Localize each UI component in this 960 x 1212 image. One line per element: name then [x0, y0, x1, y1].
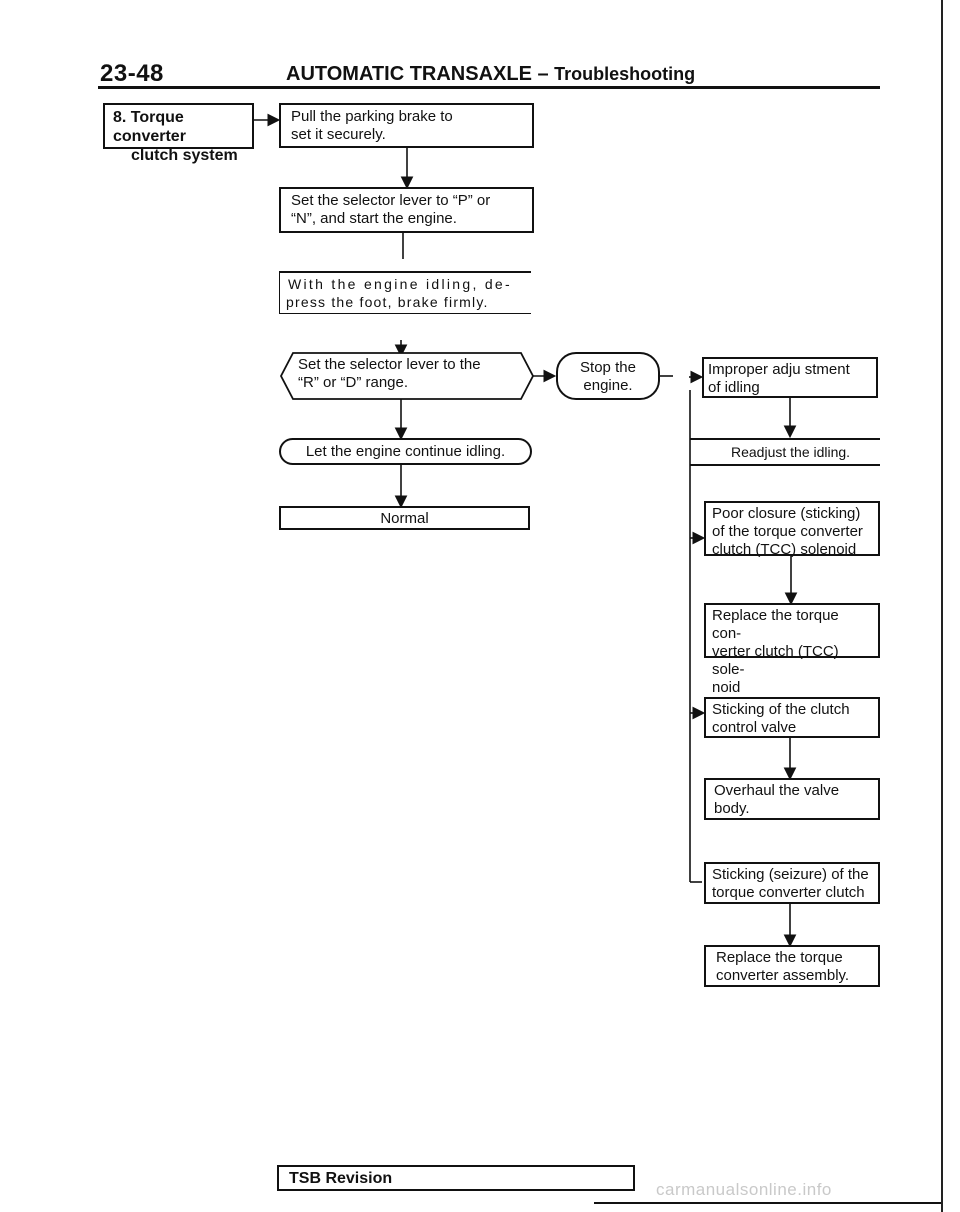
- page-edge-line: [941, 0, 943, 1212]
- step4-line1: Set the selector lever to the: [298, 356, 481, 373]
- cause1-line1: Improper adju stment: [708, 361, 850, 378]
- cause-improper-idling: Improper adju stment of idling: [702, 357, 878, 398]
- remedy-replace-tcc-solenoid: Replace the torque con- verter clutch (T…: [704, 603, 880, 696]
- cause4-line1: Sticking (seizure) of the: [712, 866, 869, 883]
- cause1-line2: of idling: [708, 379, 760, 396]
- cause-clutch-control-valve: Sticking of the clutch control valve: [704, 697, 880, 738]
- step-set-selector-r-d: Set the selector lever to the “R” or “D”…: [298, 356, 518, 392]
- remedy4-line2: converter assembly.: [716, 967, 850, 984]
- system-label-box: 8. Torque converter clutch system: [103, 103, 254, 164]
- page-number: 23-48: [100, 60, 164, 87]
- stop-line2: engine.: [583, 377, 633, 394]
- cause2-line2: of the torque converter: [712, 523, 863, 540]
- remedy2-line3: noid: [712, 679, 741, 696]
- cause-torque-converter-clutch-seizure: Sticking (seizure) of the torque convert…: [704, 862, 880, 904]
- cause3-line1: Sticking of the clutch: [712, 701, 850, 718]
- stop-line1: Stop the: [580, 359, 636, 376]
- remedy4-line1: Replace the torque: [716, 949, 843, 966]
- header-rule: [98, 86, 880, 89]
- step1-line1: Pull the parking brake to: [291, 108, 453, 125]
- remedy1-top-rule: [690, 438, 880, 440]
- step-set-selector-p-n: Set the selector lever to “P” or “N”, an…: [279, 187, 534, 233]
- result-normal: Normal: [279, 506, 530, 530]
- stop-engine-box: Stop the engine.: [556, 352, 660, 400]
- remedy-overhaul-valve-body: Overhaul the valve body.: [704, 778, 880, 820]
- step2-line2: “N”, and start the engine.: [291, 210, 457, 227]
- system-label-line2: clutch system: [131, 147, 238, 164]
- remedy-readjust-idling: Readjust the idling.: [731, 444, 851, 460]
- step-set-selector-r-d-shape: [279, 352, 535, 400]
- title-main: AUTOMATIC TRANSAXLE: [286, 63, 532, 85]
- step1-line2: set it securely.: [291, 126, 386, 143]
- watermark: carmanualsonline.info: [656, 1180, 832, 1199]
- title-dash: –: [537, 63, 549, 85]
- remedy2-line2: verter clutch (TCC) sole-: [712, 643, 839, 678]
- remedy-replace-torque-converter: Replace the torque converter assembly.: [704, 945, 880, 987]
- step3-top-rule: [280, 271, 531, 273]
- step3-line1: With the engine idling, de-: [288, 276, 512, 292]
- step4-line2: “R” or “D” range.: [298, 374, 409, 391]
- step-continue-idling: Let the engine continue idling.: [279, 438, 532, 465]
- page-title: AUTOMATIC TRANSAXLE – Troubleshooting: [286, 63, 695, 86]
- system-label-line1: 8. Torque converter: [113, 109, 186, 145]
- step3-line2: press the foot, brake firmly.: [286, 294, 489, 310]
- cause4-line2: torque converter clutch: [712, 884, 865, 901]
- cause3-line2: control valve: [712, 719, 797, 736]
- step-pull-parking-brake: Pull the parking brake to set it securel…: [279, 103, 534, 148]
- cause-tcc-solenoid-closure: Poor closure (sticking) of the torque co…: [704, 501, 880, 558]
- step-press-brake: With the engine idling, de- press the fo…: [279, 271, 531, 314]
- step2-line1: Set the selector lever to “P” or: [291, 192, 491, 209]
- tsb-revision-box: TSB Revision: [277, 1165, 635, 1191]
- cause2-line3: clutch (TCC) solenoid: [712, 541, 857, 558]
- remedy3-line1: Overhaul the valve: [714, 782, 840, 799]
- remedy2-line1: Replace the torque con-: [712, 607, 839, 642]
- remedy3-line2: body.: [714, 800, 750, 817]
- cause2-line1: Poor closure (sticking): [712, 505, 861, 522]
- remedy1-bottom-rule: [690, 464, 880, 466]
- title-sub: Troubleshooting: [554, 64, 696, 84]
